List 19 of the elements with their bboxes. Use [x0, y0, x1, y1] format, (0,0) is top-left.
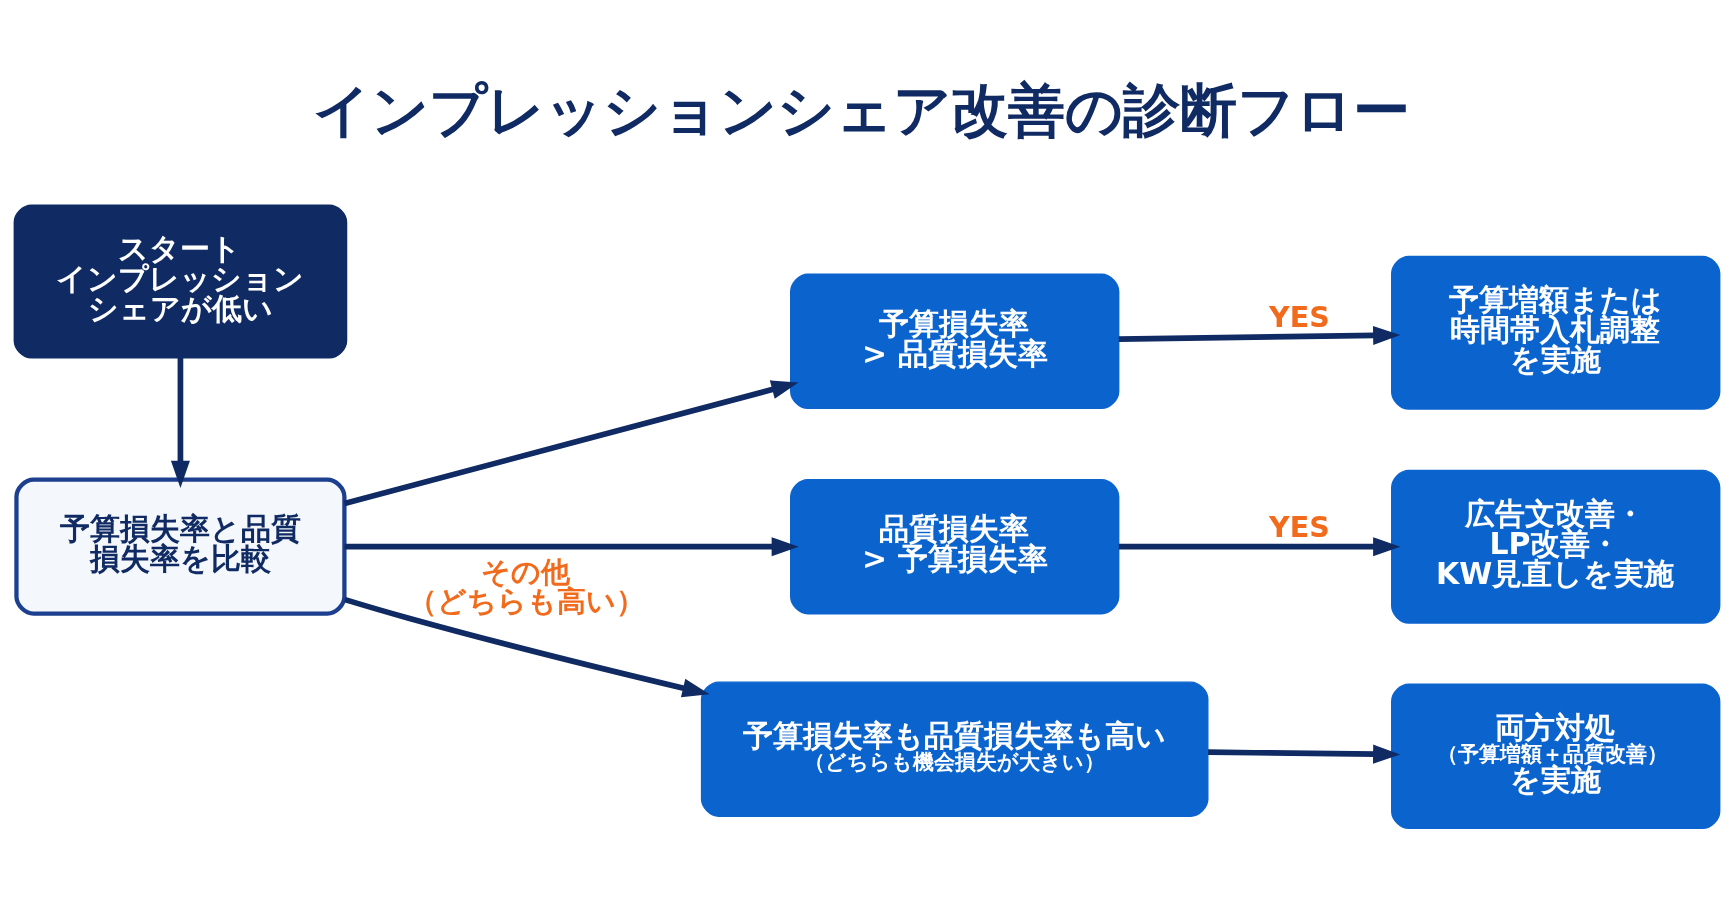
arrow — [344, 596, 710, 697]
node-box: 予算増額または時間帯入札調整を実施 — [1391, 255, 1721, 410]
node-box: 品質損失率 > 予算損失率 — [790, 478, 1120, 614]
arrow — [343, 379, 799, 506]
diagram-title: インプレッションシェア改善の診断フロー — [313, 76, 1411, 143]
node-box: 予算損失率と品質損失率を比較 — [14, 477, 347, 616]
arrow — [1118, 325, 1401, 345]
edge-label: その他（どちらも高い） — [407, 555, 645, 618]
node-box: 両方対処 （予算増額＋品質改善） を実施 — [1391, 683, 1721, 829]
node-box: 広告文改善・LP改善・KW見直しを実施 — [1391, 469, 1721, 624]
node-box: 予算損失率も品質損失率も高い （どちらも機会損失が大きい） — [700, 680, 1209, 817]
node-box: 予算損失率 > 品質損失率 — [790, 273, 1120, 409]
arrow — [1118, 536, 1401, 556]
edge-label: YES — [1269, 300, 1330, 334]
arrow — [170, 357, 190, 488]
arrow — [344, 536, 799, 556]
node-box: スタート インプレッションシェアが低い — [13, 203, 348, 358]
arrow — [1208, 744, 1401, 764]
edge-label: YES — [1269, 510, 1330, 544]
